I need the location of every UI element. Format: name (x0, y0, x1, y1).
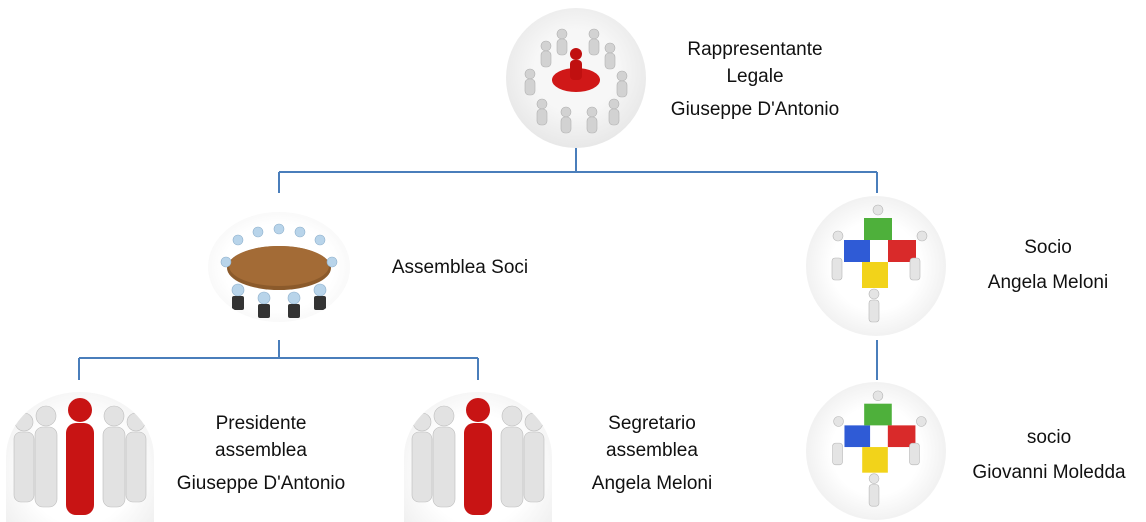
meeting-circle-red-leader-icon (506, 8, 646, 148)
partner1-role: Socio (1024, 237, 1072, 258)
root-role-line2: Legale (726, 66, 784, 87)
partner2-role: socio (1026, 427, 1072, 448)
president-name: Giuseppe D'Antonio (176, 473, 346, 494)
assembly-label: Assemblea Soci (370, 254, 550, 281)
president-role-line2: assemblea (215, 440, 307, 461)
partner1-label: Socio Angela Meloni (958, 234, 1138, 296)
root-label: Rappresentante Legale Giuseppe D'Antonio (650, 36, 860, 123)
secretary-label: Segretario assemblea Angela Meloni (562, 410, 742, 497)
round-table-meeting-icon (208, 212, 350, 322)
puzzle-team-icon (806, 382, 946, 520)
secretary-role-line2: assemblea (606, 440, 698, 461)
secretary-role-line1: Segretario (608, 413, 696, 434)
partner2-name: Giovanni Moledda (972, 462, 1126, 483)
partner2-label: socio Giovanni Moledda (956, 424, 1142, 486)
partner1-name: Angela Meloni (987, 272, 1109, 293)
root-role-line1: Rappresentante (687, 39, 823, 60)
leader-in-crowd-icon (6, 392, 154, 522)
president-role-line1: Presidente (215, 413, 307, 434)
president-label: Presidente assemblea Giuseppe D'Antonio (156, 410, 366, 497)
puzzle-team-icon (806, 196, 946, 336)
assembly-role: Assemblea Soci (391, 257, 529, 278)
root-name: Giuseppe D'Antonio (670, 99, 840, 120)
secretary-name: Angela Meloni (591, 473, 713, 494)
leader-in-crowd-icon (404, 392, 552, 522)
